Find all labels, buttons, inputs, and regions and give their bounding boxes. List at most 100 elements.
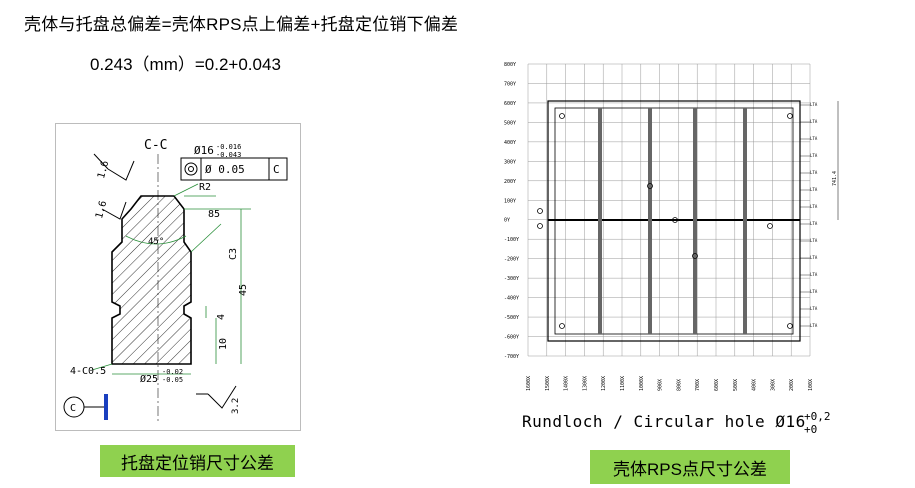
y-axis-label: -400Y (504, 296, 519, 302)
rps-hole (559, 323, 565, 329)
diameter-tol-upper: -0.016 (216, 143, 241, 151)
rps-drawing-panel: 800Y 700Y 600Y 500Y 400Y 300Y 200Y 100Y 0Y -100Y -… (500, 46, 840, 408)
cross-rail (598, 108, 602, 334)
rps-drawing: 800Y 700Y 600Y 500Y 400Y 300Y 200Y 100Y 0Y -100Y -… (504, 62, 839, 391)
cross-rail (743, 108, 747, 334)
x-axis-label: 1400X (564, 376, 570, 391)
x-axis-label: 400X (752, 379, 758, 391)
x-axis-label: 800X (676, 379, 682, 391)
pin-tolerance-caption: 托盘定位销尺寸公差 (100, 445, 295, 477)
cross-rail (693, 108, 697, 334)
svg-text:1.6: 1.6 (94, 200, 109, 220)
lta-tag: LTA (810, 170, 818, 175)
datum-circle-label: C (70, 403, 76, 414)
position-tolerance: Ø 0.05 (205, 163, 245, 176)
x-axis-label: 1500X (545, 376, 551, 391)
lta-tag: LTA (810, 289, 818, 294)
lta-tag: LTA (810, 153, 818, 158)
x-axis-label: 1600X (526, 376, 532, 391)
x-axis-label: 1100X (620, 376, 626, 391)
rps-tolerance-caption: 壳体RPS点尺寸公差 (590, 450, 790, 484)
radius-label: R2 (199, 182, 211, 193)
lta-tag: LTA (810, 306, 818, 311)
cross-rail (648, 108, 652, 334)
y-axis-label: -100Y (504, 237, 519, 243)
tolerance-frame: Ø 0.05 C (180, 157, 288, 181)
dim-85: 85 (208, 209, 220, 220)
lta-tag: LTA (810, 187, 818, 192)
pin-drawing-panel: C-C Ø 0.05 C Ø16 -0.016 -0.043 1.6 1.6 (55, 123, 301, 431)
page-title: 壳体与托盘总偏差=壳体RPS点上偏差+托盘定位销下偏差 (24, 15, 459, 34)
y-axis-label: 500Y (504, 120, 516, 126)
y-axis-label: 200Y (504, 179, 516, 185)
rps-hole (672, 217, 678, 223)
hole-tol-lower: +0 (804, 423, 818, 436)
pin-section (111, 195, 192, 365)
datum-base (104, 394, 108, 420)
y-axis-label: 600Y (504, 101, 516, 107)
svg-text:3.2: 3.2 (231, 398, 241, 414)
x-axis-label: 200X (789, 379, 795, 391)
hole-tolerance-text: Rundloch / Circular hole Ø16 (522, 412, 806, 431)
y-axis-label: 700Y (504, 81, 516, 87)
x-axis-label: 600X (714, 379, 720, 391)
hole-tol-upper: +0,2 (804, 410, 831, 423)
x-axis-label: 300X (770, 379, 776, 391)
pin-drawing: C-C Ø 0.05 C Ø16 -0.016 -0.043 1.6 1.6 (63, 138, 288, 424)
lta-tag: LTA (810, 255, 818, 260)
y-axis-label: -200Y (504, 257, 519, 263)
rps-hole (559, 113, 565, 119)
datum-letter: C (273, 163, 280, 176)
rps-hole (787, 113, 793, 119)
x-axis-label: 900X (658, 379, 664, 391)
chamfer-note: 4-C0.5 (70, 366, 106, 377)
x-axis-label: 1300X (582, 376, 588, 391)
dim-10: 10 (218, 338, 229, 350)
y-axis-label: -700Y (504, 354, 519, 360)
bottom-tol-lower: -0.05 (162, 376, 183, 384)
section-label: C-C (144, 138, 167, 153)
y-axis-label: -600Y (504, 335, 519, 341)
hole-tolerance-values: +0,2 +0 (804, 410, 831, 436)
lta-tag: LTA (810, 102, 818, 107)
dim-4: 4 (216, 314, 227, 320)
x-axis-label: 1000X (639, 376, 645, 391)
diameter-tol-lower: -0.043 (216, 151, 241, 159)
bottom-diameter: Ø25 (140, 373, 158, 385)
y-axis-label: 800Y (504, 62, 516, 68)
y-axis-label: -500Y (504, 315, 519, 321)
roughness-symbol-top: 1.6 (93, 153, 135, 181)
roughness-symbol-left: 1.6 (94, 200, 127, 220)
roughness-symbol-bottom: 3.2 (196, 385, 241, 414)
lta-tag: LTA (810, 221, 818, 226)
diameter-label: Ø16 (194, 144, 214, 157)
side-tag: 741.4 (832, 171, 838, 186)
y-axis-label: 400Y (504, 140, 516, 146)
tolerance-formula: 0.243（mm）=0.2+0.043 (90, 55, 281, 74)
y-axis-label: -300Y (504, 276, 519, 282)
rps-hole (767, 223, 773, 229)
dim-45: 45 (238, 284, 249, 296)
x-axis-label: 700X (695, 379, 701, 391)
x-axis-label: 100X (808, 379, 814, 391)
x-axis-label: 1200X (601, 376, 607, 391)
bottom-tol-upper: -0.02 (162, 368, 183, 376)
rps-hole (787, 323, 793, 329)
rps-hole (647, 183, 653, 189)
y-axis-label: 0Y (504, 218, 510, 224)
y-axis-label: 100Y (504, 198, 516, 204)
lta-tag: LTA (810, 204, 818, 209)
y-axis-label: 300Y (504, 159, 516, 165)
lta-tag: LTA (810, 119, 818, 124)
x-axis-label: 500X (733, 379, 739, 391)
svg-text:1.6: 1.6 (96, 160, 111, 180)
rps-hole (692, 253, 698, 259)
lta-tag: LTA (810, 323, 818, 328)
rps-hole (537, 223, 543, 229)
lta-tag: LTA (810, 238, 818, 243)
lta-tag: LTA (810, 136, 818, 141)
rps-hole (537, 208, 543, 214)
lta-tag: LTA (810, 272, 818, 277)
angle-label: 45° (148, 237, 164, 247)
chamfer-c3: C3 (228, 248, 239, 260)
